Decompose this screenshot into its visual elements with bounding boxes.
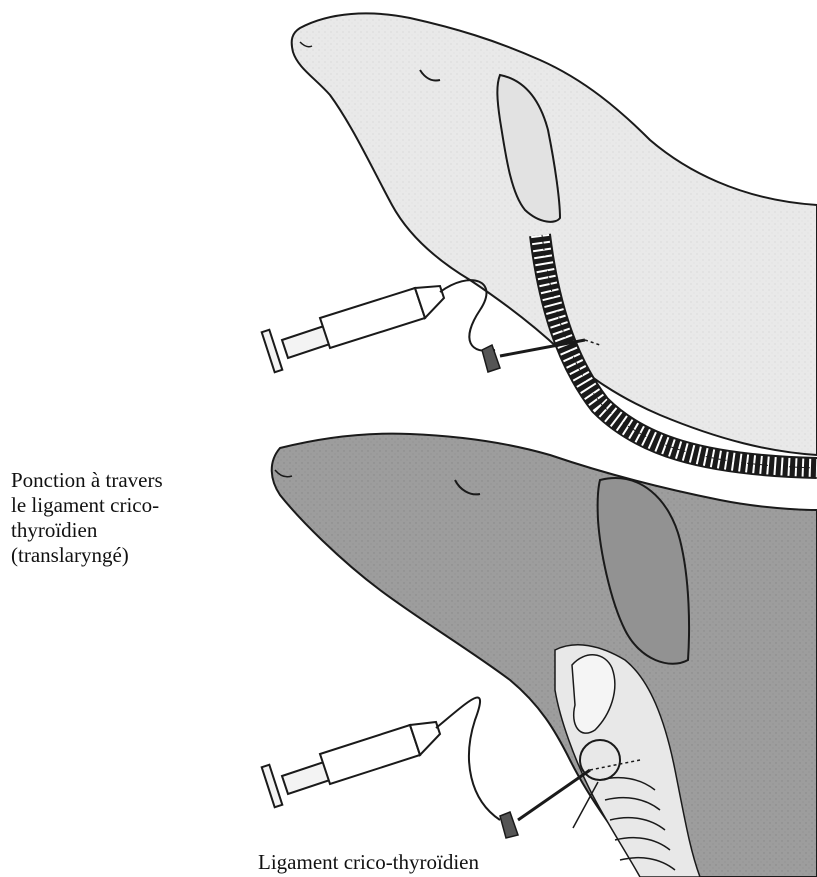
top-dog	[262, 13, 817, 468]
ligament-label: Ligament crico-thyroïdien	[258, 850, 479, 875]
top-dog-body	[292, 13, 817, 455]
bottom-dog	[262, 434, 817, 877]
procedure-caption: Ponction à travers le ligament crico- th…	[11, 468, 241, 568]
procedure-caption-line: thyroïdien	[11, 518, 241, 543]
procedure-caption-line: le ligament crico-	[11, 493, 241, 518]
procedure-caption-line: (translaryngé)	[11, 543, 241, 568]
procedure-caption-line: Ponction à travers	[11, 468, 241, 493]
bottom-dog-body	[272, 434, 817, 877]
